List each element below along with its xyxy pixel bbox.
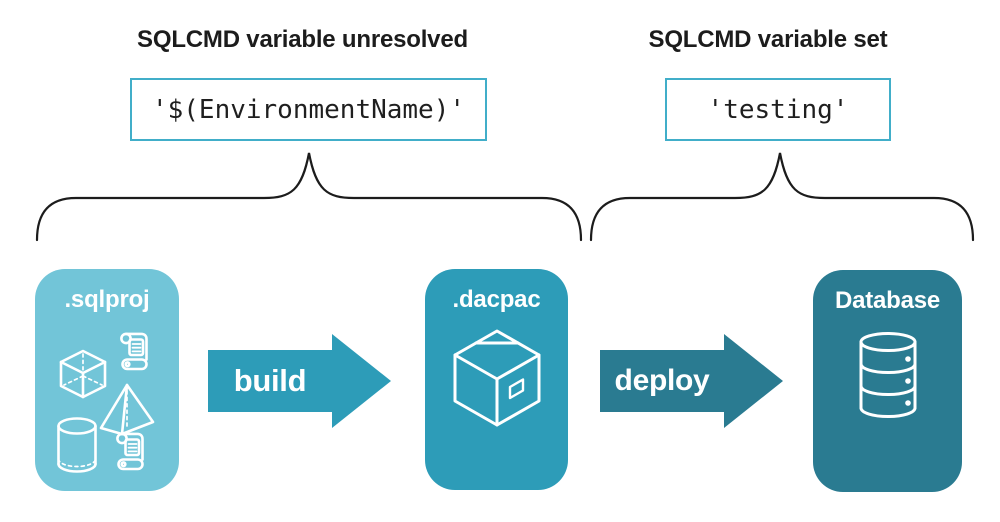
node-dacpac: .dacpac	[425, 269, 568, 490]
build-arrow-label: build	[233, 363, 307, 398]
code-box-testing-value: 'testing'	[665, 78, 891, 141]
node-database: Database	[813, 270, 962, 492]
deploy-arrow-label: deploy	[614, 364, 710, 397]
deploy-arrow-shape	[600, 334, 783, 428]
node-sqlproj: .sqlproj	[35, 269, 179, 491]
testing-value-text: 'testing'	[707, 94, 849, 125]
sql-script-icon	[120, 332, 148, 371]
sql-project-objects-icon	[57, 332, 155, 473]
dacpac-label: .dacpac	[452, 286, 541, 313]
pyramid-icon	[99, 383, 155, 436]
sqlproj-label: .sqlproj	[64, 286, 150, 313]
left-curly-brace	[35, 152, 583, 242]
right-curly-brace	[589, 152, 975, 242]
code-box-environment-variable: '$(EnvironmentName)'	[130, 78, 487, 141]
heading-sqlcmd-set: SQLCMD variable set	[648, 26, 888, 53]
sql-script-icon	[116, 432, 144, 471]
deploy-arrow: deploy	[600, 333, 784, 429]
heading-sqlcmd-unresolved: SQLCMD variable unresolved	[137, 26, 468, 53]
cube-icon	[59, 349, 107, 399]
environment-variable-text: '$(EnvironmentName)'	[151, 94, 466, 125]
build-arrow: build	[208, 333, 392, 429]
package-box-icon	[453, 329, 540, 427]
build-arrow-shape	[208, 334, 391, 428]
cylinder-icon	[57, 417, 97, 473]
database-label: Database	[834, 287, 941, 314]
database-cylinder-icon	[859, 332, 916, 418]
